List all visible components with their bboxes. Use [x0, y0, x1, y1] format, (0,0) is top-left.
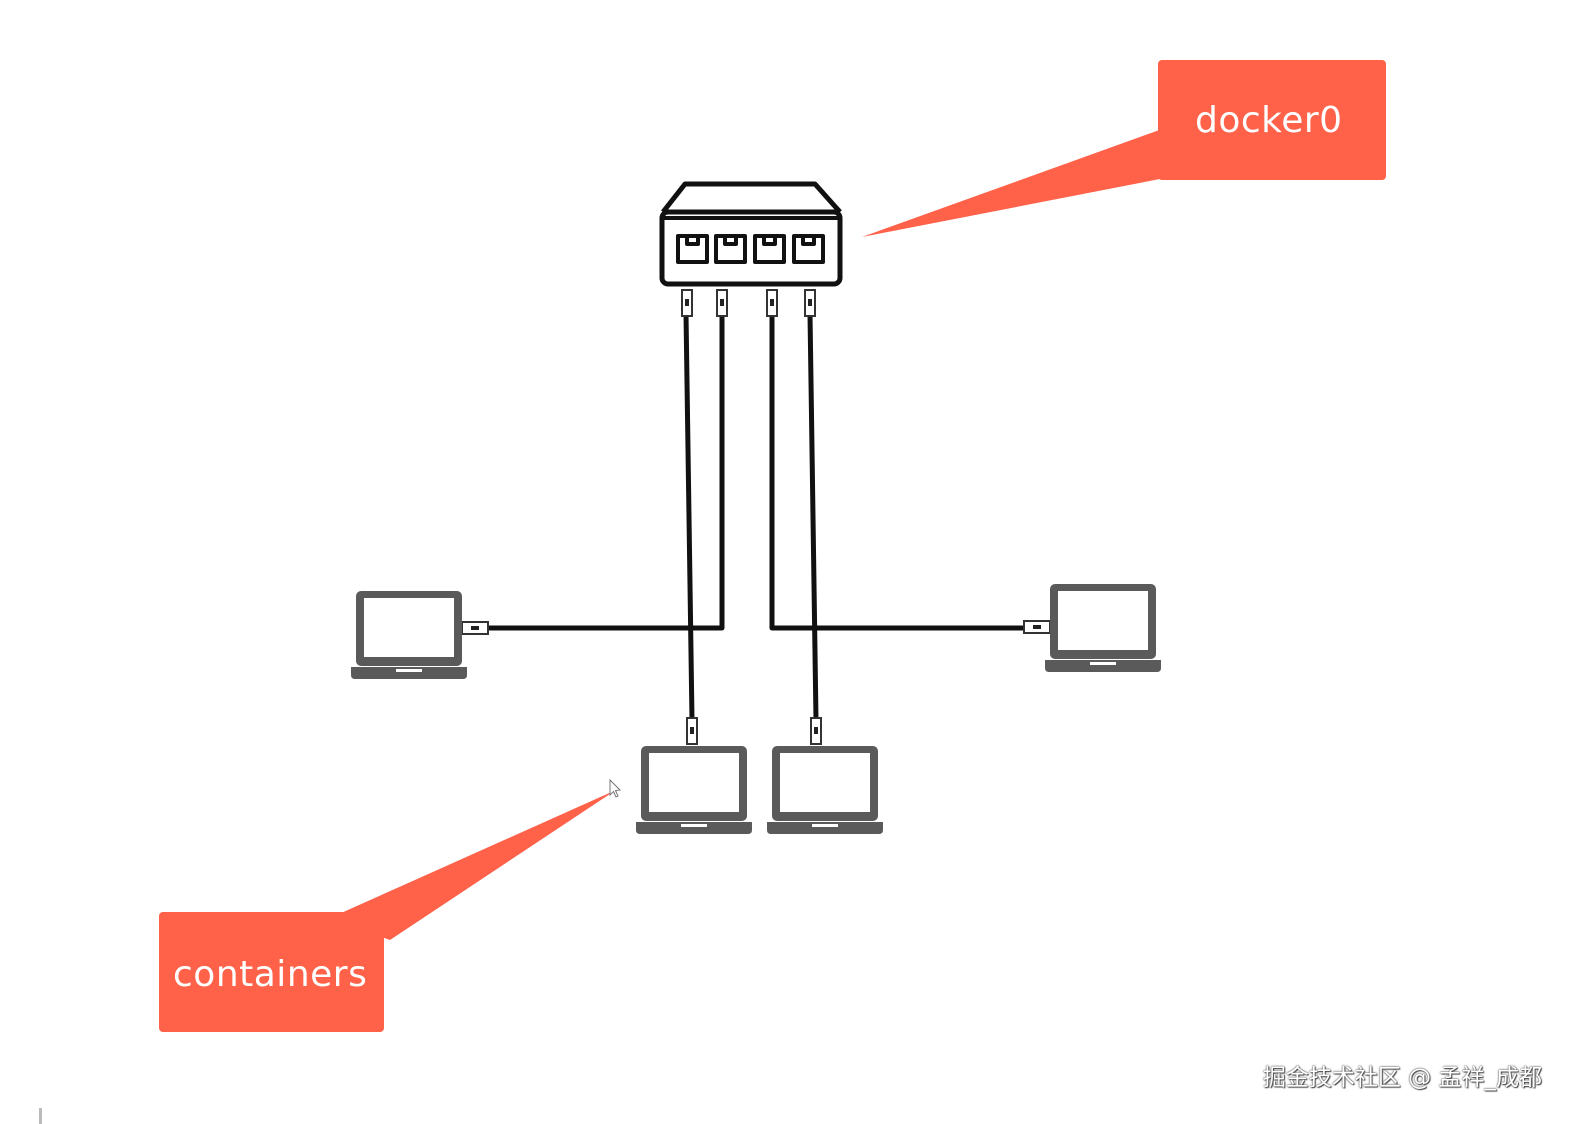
docker0-label: docker0: [1195, 100, 1343, 141]
cable-connectors: [461, 289, 1051, 745]
cable-bottom-right-host: [807, 313, 819, 721]
mouse-cursor-icon: [609, 778, 622, 798]
network-switch-icon: [659, 181, 843, 287]
edge-mark: [39, 1108, 42, 1124]
cable-right-host: [769, 314, 1024, 631]
containers-callout: [159, 790, 616, 1032]
laptop-icon: [767, 746, 883, 834]
laptop-icon: [636, 746, 752, 834]
cable-bottom-left-host: [683, 313, 695, 721]
cable-left-host: [486, 314, 725, 631]
cables: [486, 313, 1024, 721]
laptop-icon: [1045, 584, 1161, 672]
containers-label: containers: [173, 954, 368, 995]
docker0-callout: [862, 60, 1386, 237]
watermark: 掘金技术社区 @ 孟祥_成都: [1262, 1065, 1542, 1091]
laptop-icon: [351, 591, 467, 679]
